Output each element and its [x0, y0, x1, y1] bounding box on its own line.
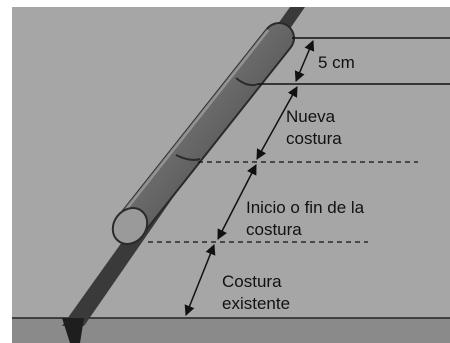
label-start-end-line2: costura	[246, 220, 302, 239]
dimension-arrow-new-seam	[256, 86, 298, 160]
dimension-arrow-start-end	[217, 164, 257, 240]
label-new-seam-line2: costura	[286, 129, 342, 148]
label-start-end-line1: Inicio o fin de la	[246, 198, 365, 217]
label-existing-line1: Costura	[222, 272, 282, 291]
bead-joint-upper	[235, 77, 259, 87]
label-existing-line2: existente	[222, 294, 291, 313]
weld-bead	[111, 22, 295, 245]
metal-bar-root	[62, 318, 84, 343]
bead-end-cap	[111, 207, 149, 245]
dimension-arrow-existing	[184, 244, 216, 316]
label-dimension: 5 cm	[318, 53, 355, 72]
bead-joint-lower	[175, 154, 201, 161]
label-new-seam-line1: Nueva	[286, 107, 336, 126]
dimension-arrow-5cm	[294, 40, 315, 82]
